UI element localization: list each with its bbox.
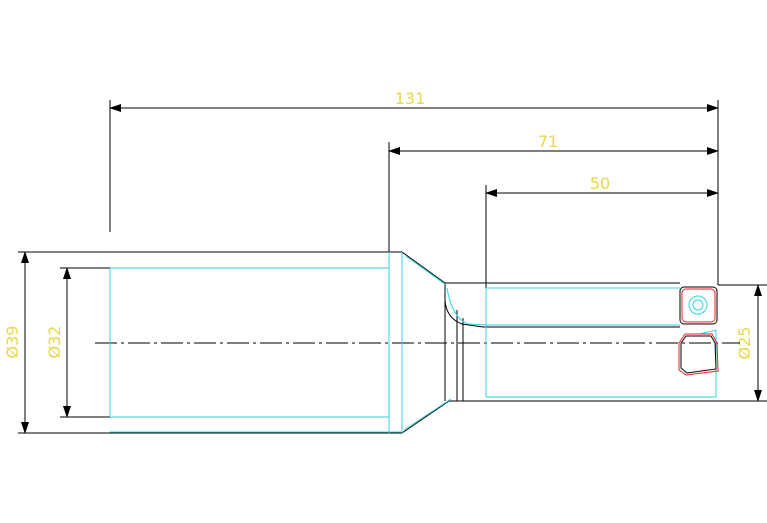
dimension-label-131: 131 bbox=[395, 89, 426, 108]
bottom-insert-body bbox=[680, 335, 717, 374]
dimension-label-d25: Ø25 bbox=[735, 327, 754, 360]
flute-curve bbox=[444, 283, 680, 328]
taper-top-hidden bbox=[405, 255, 447, 286]
taper-top bbox=[401, 251, 446, 284]
dimension-label-71: 71 bbox=[538, 132, 558, 151]
dimension-d32: Ø32 bbox=[45, 267, 110, 418]
insert-screw-outer bbox=[688, 295, 708, 315]
flute-hidden-curve bbox=[446, 287, 680, 326]
dimension-131: 131 bbox=[109, 89, 719, 285]
taper-bottom bbox=[401, 400, 450, 434]
bottom-insert-outline bbox=[678, 333, 719, 376]
dimension-50: 50 bbox=[485, 174, 719, 288]
dimension-d39: Ø39 bbox=[3, 251, 110, 434]
taper-bottom-hidden-2 bbox=[403, 398, 452, 431]
top-insert-outline bbox=[681, 288, 716, 323]
dimension-label-d39: Ø39 bbox=[3, 326, 22, 359]
top-insert bbox=[679, 286, 718, 325]
dimension-71: 71 bbox=[388, 132, 719, 253]
bottom-insert bbox=[678, 333, 719, 376]
dimension-d25: Ø25 bbox=[718, 284, 767, 402]
insert-screw-inner bbox=[692, 299, 704, 311]
dimension-label-50: 50 bbox=[590, 174, 610, 193]
top-insert-body bbox=[679, 286, 718, 325]
dimension-label-d32: Ø32 bbox=[45, 326, 64, 359]
insert-edge-hidden bbox=[699, 329, 717, 335]
tool-body bbox=[110, 251, 718, 434]
